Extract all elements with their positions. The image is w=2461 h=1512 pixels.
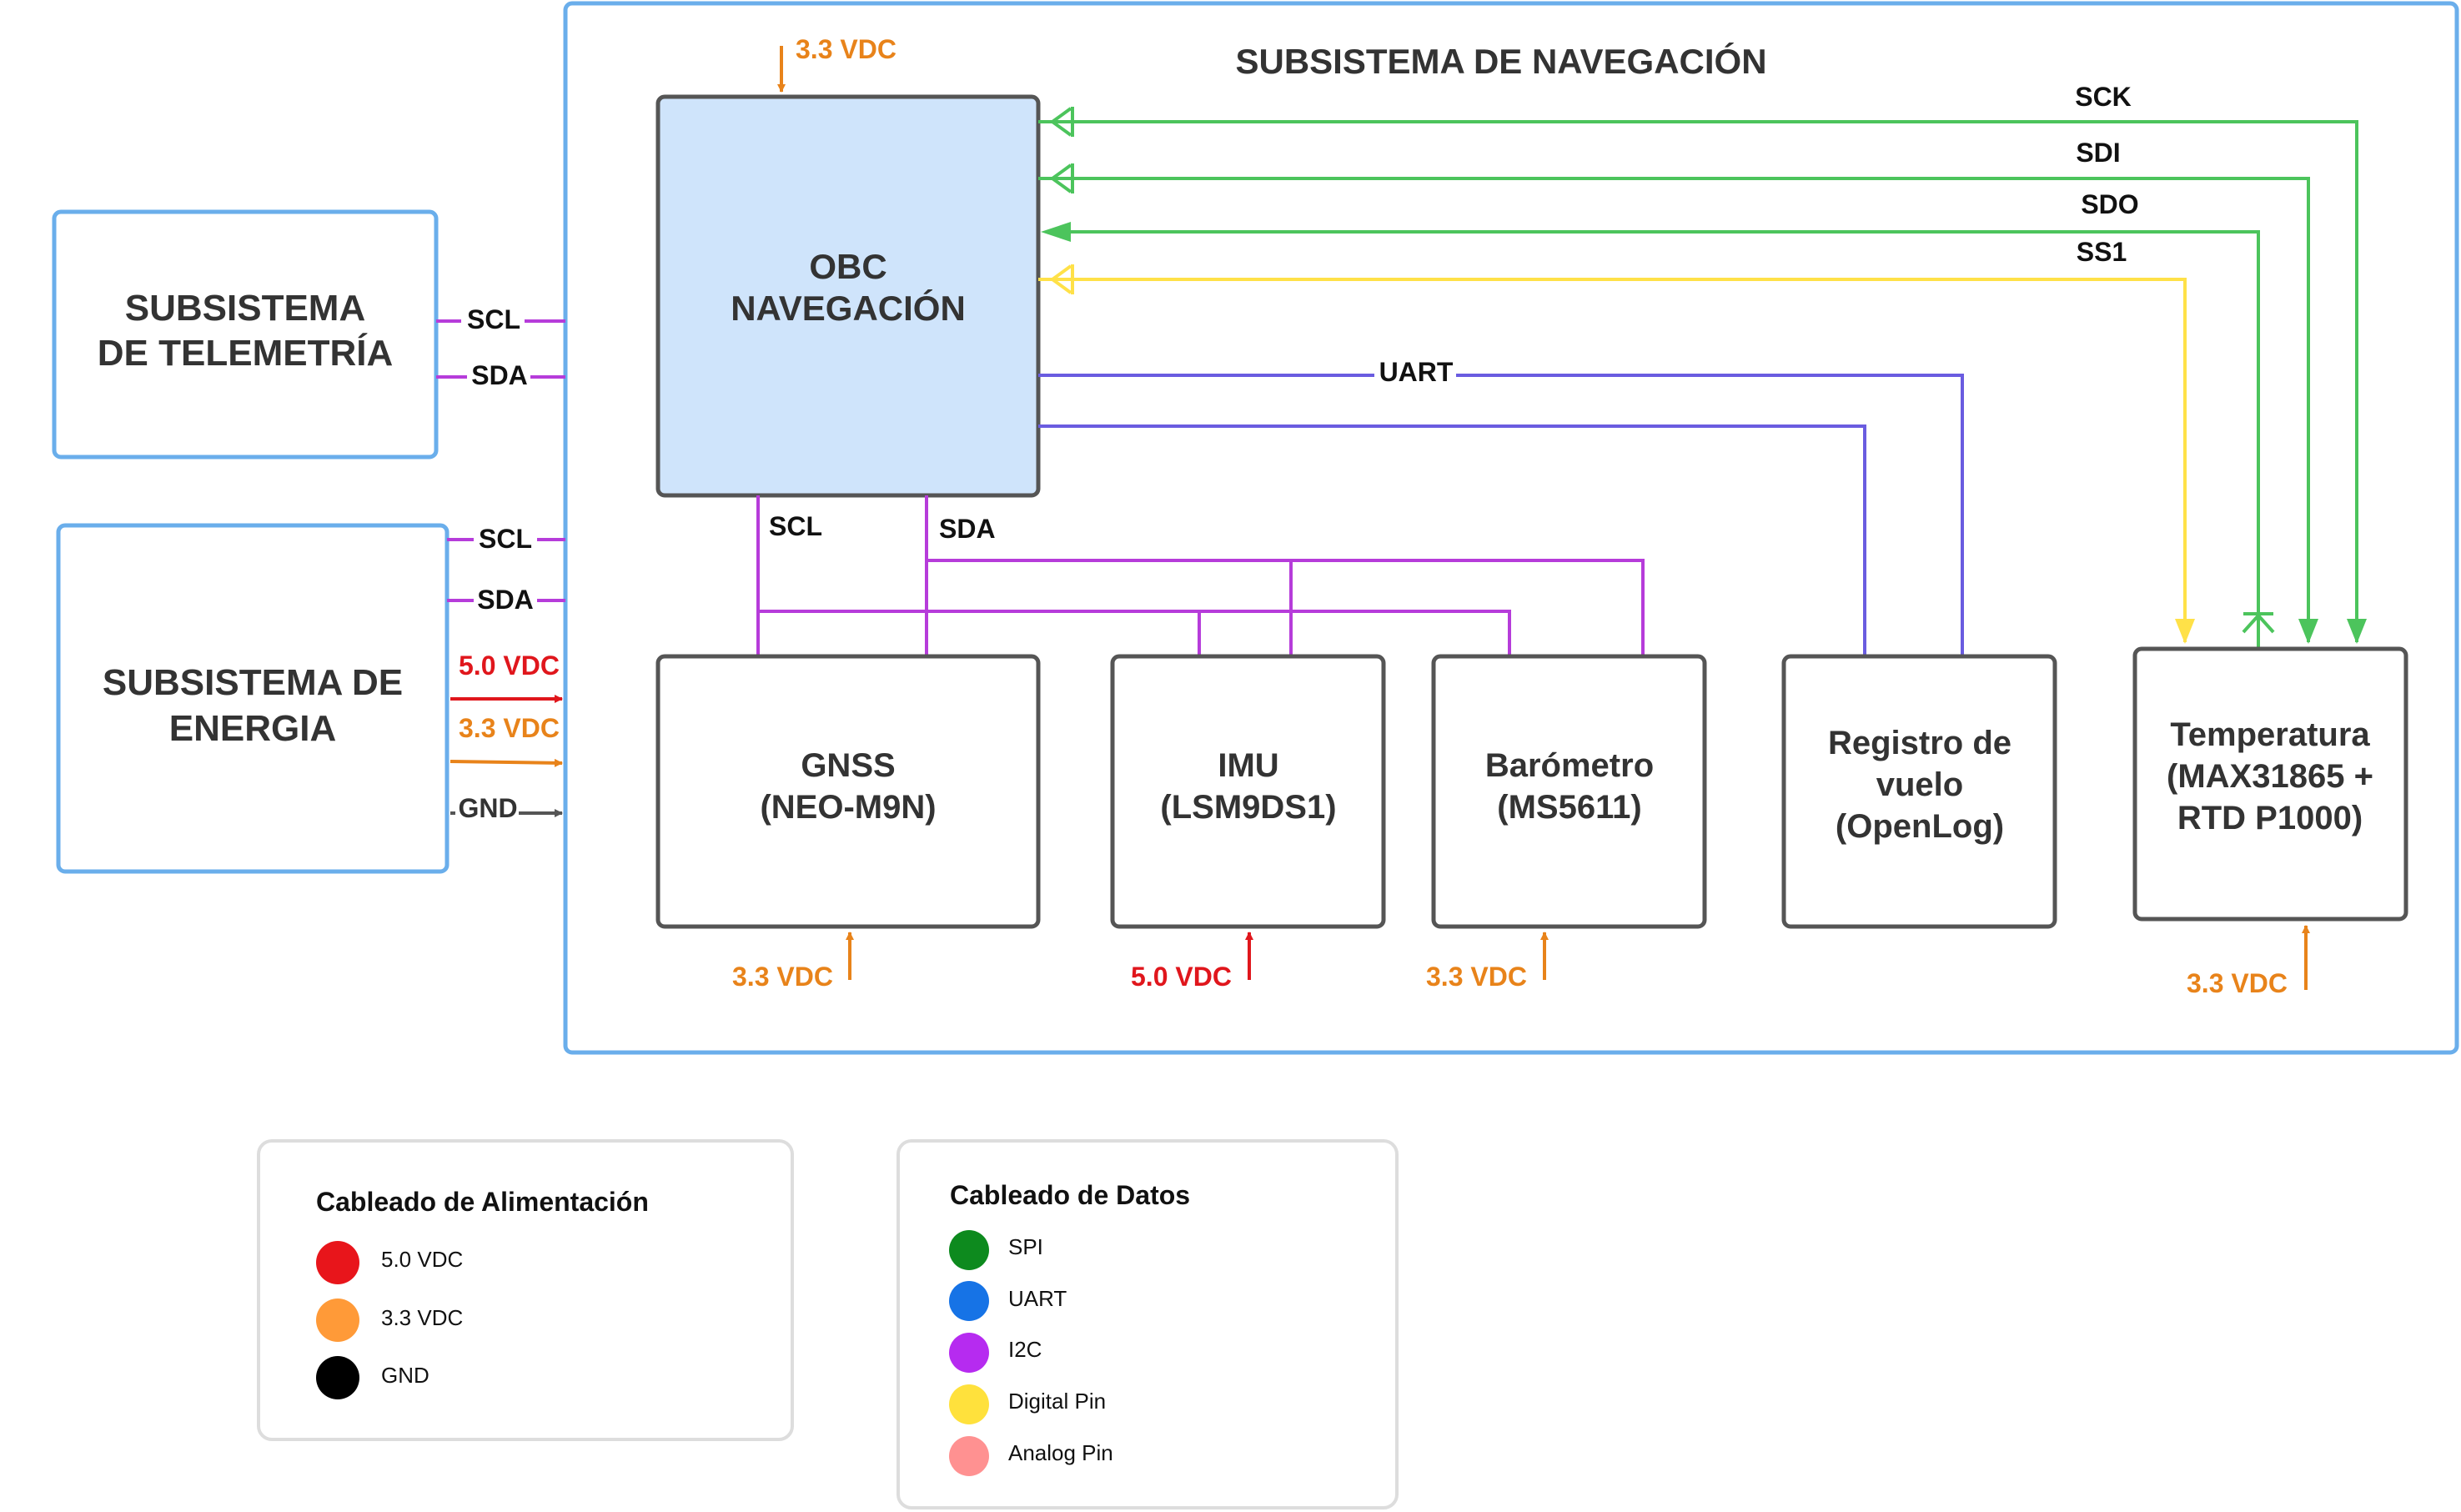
navigation-subsystem-title: SUBSISTEMA DE NAVEGACIÓN: [1235, 41, 1766, 81]
legend-data-swatch-0: [949, 1230, 989, 1270]
barometer-title-line2: (MS5611): [1497, 789, 1641, 826]
legend-power-swatch-1: [316, 1299, 359, 1342]
legend-power-swatch-0: [316, 1241, 359, 1284]
telemetry-subsystem-title-line1: SUBSISTEMA: [125, 288, 365, 329]
gnss-power-label: 3.3 VDC: [732, 962, 833, 992]
legend-data-label-0: SPI: [1008, 1234, 1043, 1259]
energy-scl-label: SCL: [479, 524, 532, 554]
energy-subsystem-title-line1: SUBSISTEMA DE: [103, 662, 403, 703]
gnss-title-line1: GNSS: [801, 747, 895, 784]
uart-bus: [1038, 374, 1964, 656]
temperature-title-line3: RTD P1000): [2177, 800, 2363, 836]
imu-title-line1: IMU: [1218, 747, 1278, 784]
uart-label: UART: [1379, 357, 1454, 387]
temperature-box: [2132, 646, 2408, 922]
obc-scl-label: SCL: [769, 511, 822, 541]
energy-5v-label: 5.0 VDC: [459, 651, 560, 681]
i2c-bus: [756, 495, 1645, 656]
legend-power-label-1: 3.3 VDC: [381, 1305, 463, 1330]
flight-logger-title-line2: vuelo: [1876, 766, 1963, 803]
telemetry-subsystem-title-line2: DE TELEMETRÍA: [98, 332, 393, 374]
navigation-subsystem-frame: [563, 1, 2459, 1055]
spi-sck-label: SCK: [2075, 82, 2132, 112]
temperature-power-label: 3.3 VDC: [2187, 968, 2288, 998]
imu-power-label: 5.0 VDC: [1131, 962, 1232, 992]
gnss-title-line2: (NEO-M9N): [760, 789, 936, 826]
obc-title-line1: OBC: [809, 247, 886, 286]
legend-data-label-3: Digital Pin: [1008, 1389, 1106, 1414]
legend-data-label-4: Analog Pin: [1008, 1440, 1113, 1465]
barometer-title-line1: Barómetro: [1485, 747, 1654, 784]
legend-data-title: Cableado de Datos: [950, 1180, 1190, 1210]
legend-power-box: [257, 1139, 794, 1441]
legend-data-box: [897, 1139, 1399, 1509]
legend-power-label-0: 5.0 VDC: [381, 1247, 463, 1272]
energy-3v3-label: 3.3 VDC: [459, 713, 560, 743]
legend-data-swatch-1: [949, 1281, 989, 1321]
flight-logger-title-line1: Registro de: [1828, 725, 2011, 761]
flight-logger-box: [1781, 654, 2057, 929]
temperature-title-line1: Temperatura: [2170, 716, 2370, 753]
sdo-arrowhead: [1041, 222, 1071, 242]
telemetry-subsystem-box: [52, 209, 439, 460]
legend-data-swatch-4: [949, 1436, 989, 1476]
legend-data-label-2: I2C: [1008, 1337, 1042, 1362]
flight-logger-title-line3: (OpenLog): [1836, 808, 2004, 845]
barometer-power-label: 3.3 VDC: [1426, 962, 1527, 992]
ss1-arrowhead: [2175, 619, 2195, 644]
legend-power-swatch-2: [316, 1356, 359, 1399]
spi-sdi-label: SDI: [2076, 138, 2120, 168]
temperature-title-line2: (MAX31865 +: [2167, 758, 2373, 795]
sck-arrowhead: [2347, 619, 2367, 644]
barometer-box: [1431, 654, 1707, 929]
spi-ss1-label: SS1: [2077, 237, 2127, 267]
legend-data-label-1: UART: [1008, 1286, 1067, 1311]
energy-subsystem-box: [56, 523, 450, 874]
legend-power-title: Cableado de Alimentación: [316, 1187, 649, 1217]
obc-power-label: 3.3 VDC: [796, 34, 897, 64]
imu-box: [1110, 654, 1386, 929]
legend-data-swatch-2: [949, 1333, 989, 1373]
spi-sdo-label: SDO: [2081, 189, 2138, 219]
legend-power-items: 5.0 VDC 3.3 VDC GND: [316, 1241, 463, 1399]
energy-3v3-wire: [450, 758, 563, 767]
imu-title-line2: (LSM9DS1): [1160, 789, 1336, 826]
spi-terminals: [1049, 107, 2275, 634]
legend-power-label-2: GND: [381, 1363, 429, 1388]
energy-gnd-label: GND: [458, 793, 517, 823]
telemetry-sda-label: SDA: [471, 360, 528, 390]
gnss-box: [655, 654, 1041, 929]
energy-sda-label: SDA: [477, 585, 534, 615]
legend-data-swatch-3: [949, 1384, 989, 1424]
obc-sda-label: SDA: [939, 514, 996, 544]
energy-subsystem-title-line2: ENERGIA: [169, 708, 336, 749]
obc-title-line2: NAVEGACIÓN: [731, 288, 966, 328]
sdi-arrowhead: [2298, 619, 2318, 644]
telemetry-scl-label: SCL: [467, 304, 520, 334]
obc-navigation-box: [655, 94, 1041, 498]
legend-data-items: SPI UART I2C Digital Pin Analog Pin: [949, 1230, 1113, 1476]
spi-bus: [1038, 120, 2358, 649]
